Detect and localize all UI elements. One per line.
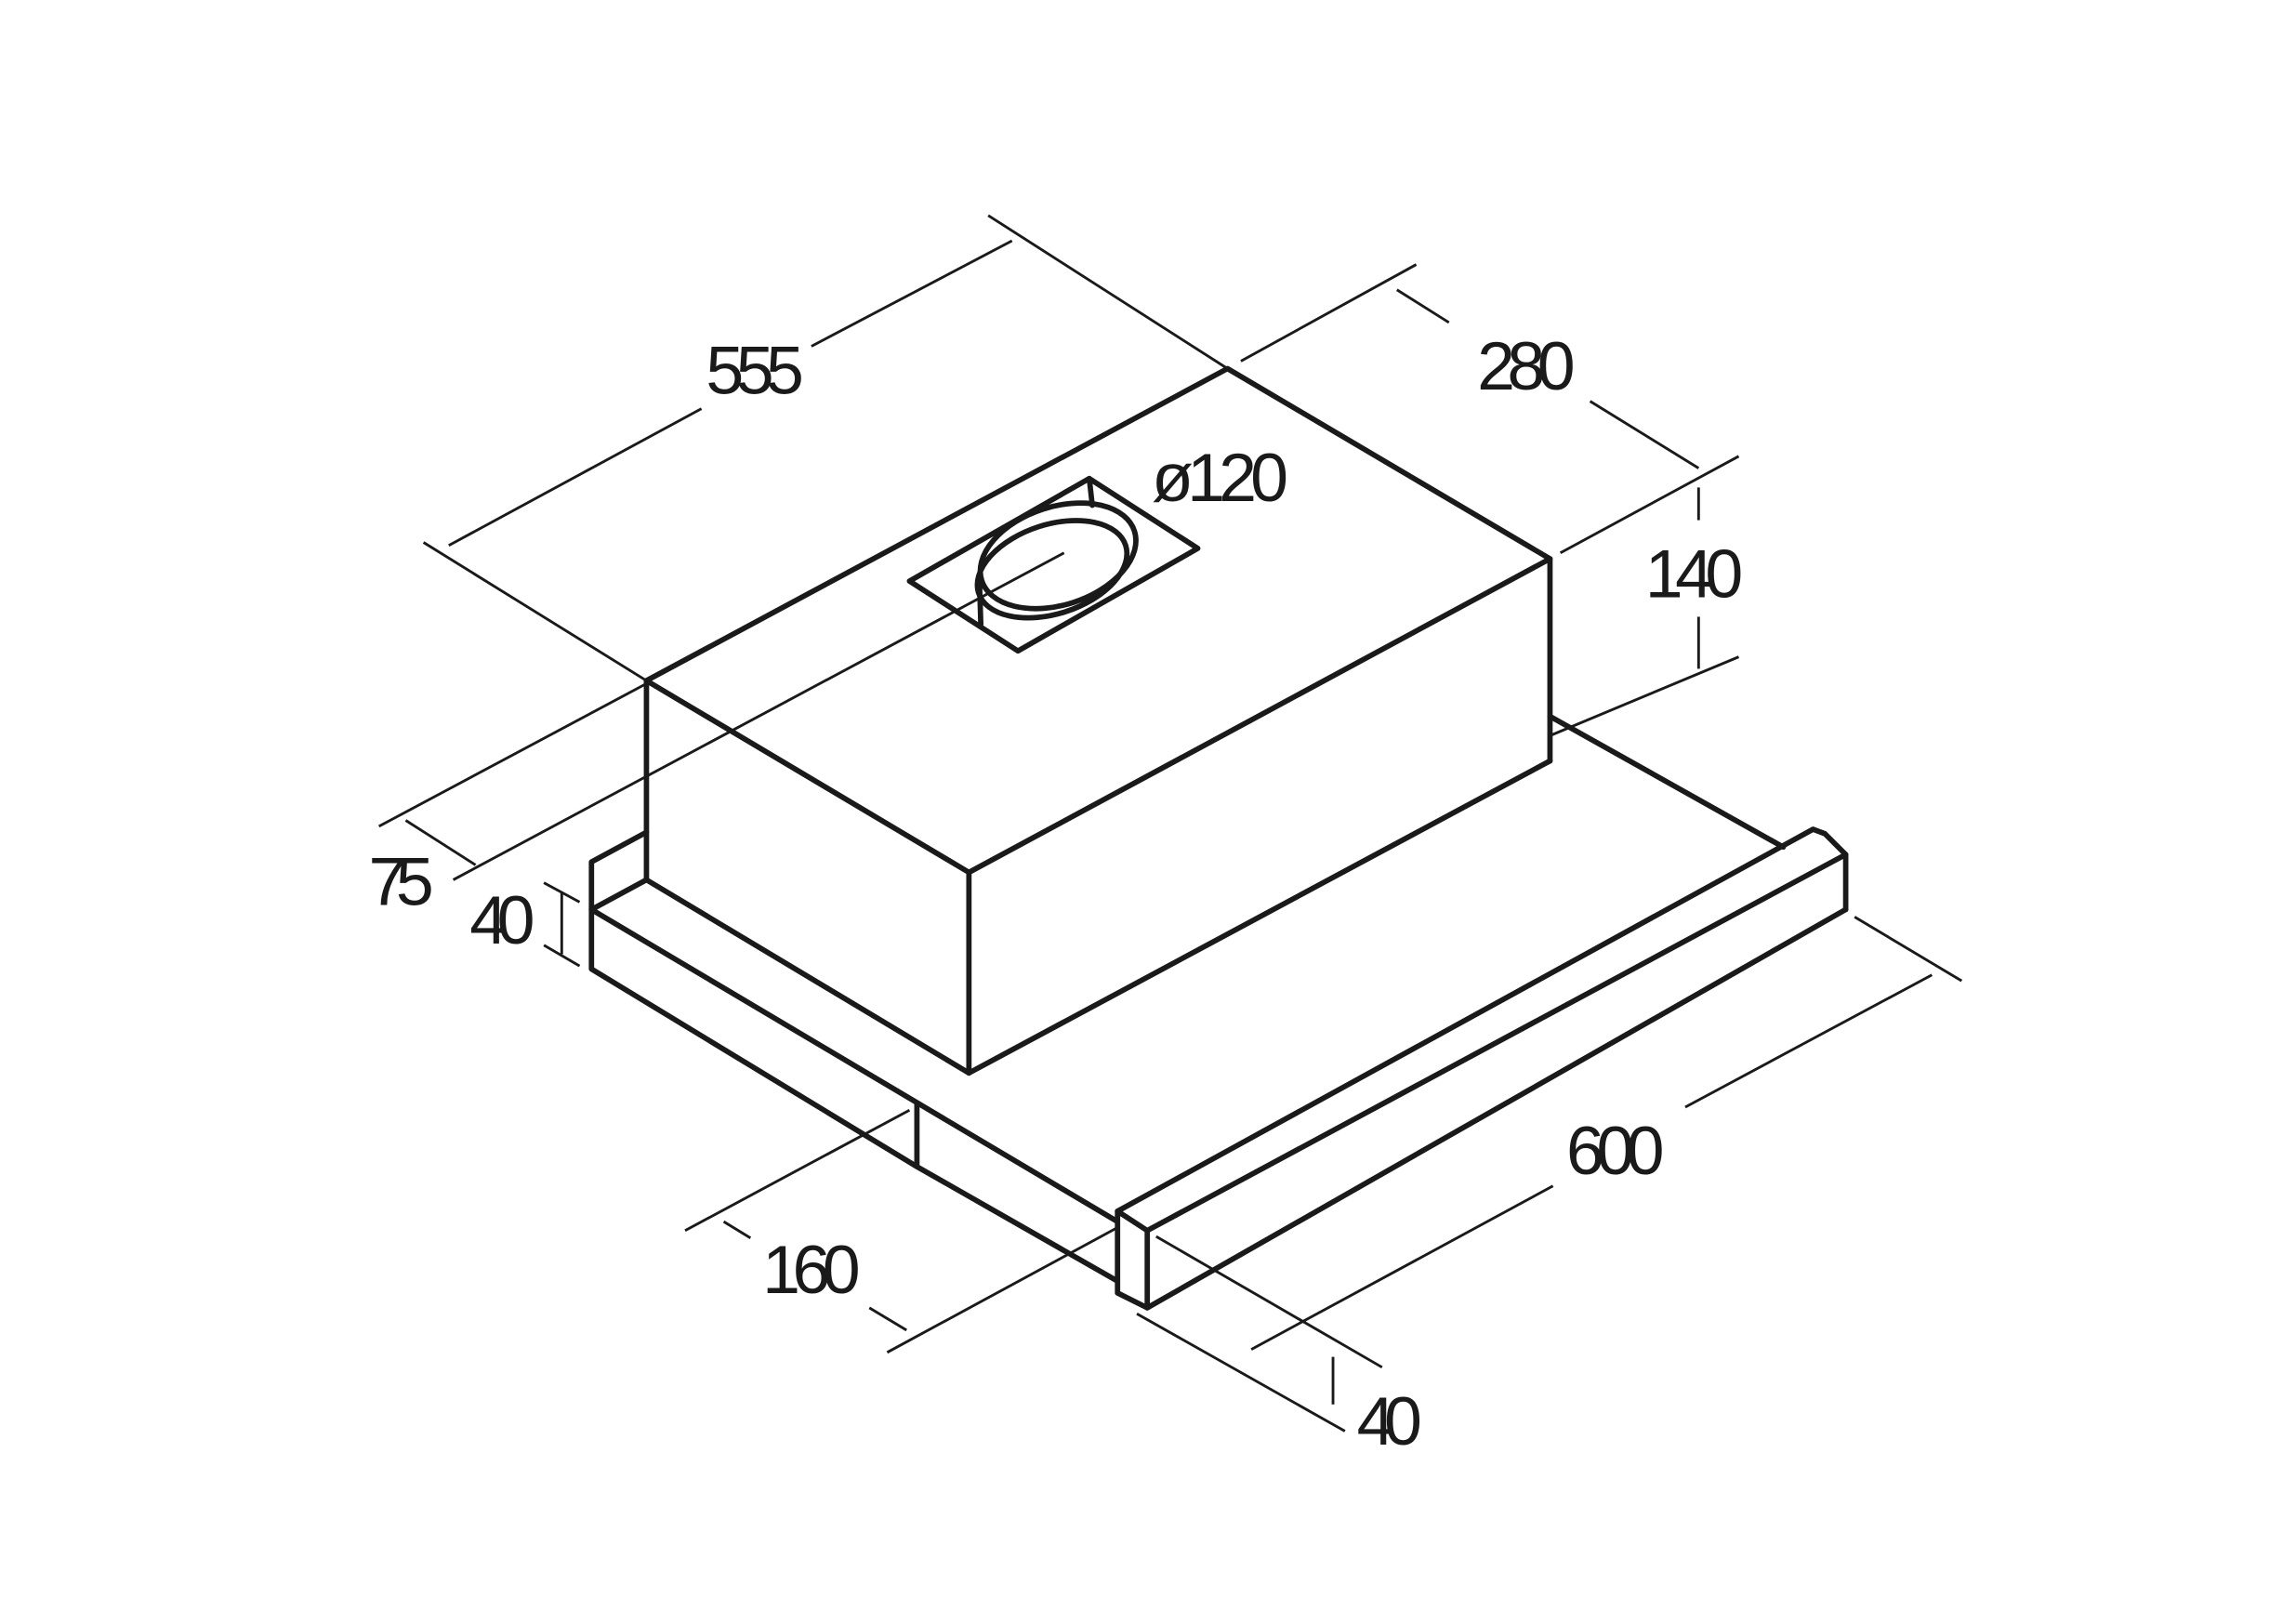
outlet-lower-ring <box>974 518 1130 621</box>
label-40-bottom: 40 <box>1357 1382 1422 1459</box>
label-160: 160 <box>762 1231 861 1308</box>
label-600: 600 <box>1566 1112 1665 1189</box>
dim-160 <box>868 1306 907 1332</box>
hood-body <box>643 365 1553 1076</box>
tray-end <box>1810 826 1849 913</box>
dim-75 <box>452 551 1065 881</box>
dim-75 <box>377 682 648 828</box>
bottom-right <box>966 758 1553 1076</box>
tray-back <box>1115 826 1816 1214</box>
tray-front-top <box>588 906 1121 1225</box>
dim-40-left <box>543 944 581 968</box>
dim-140 <box>1559 455 1740 554</box>
dim-280 <box>1589 400 1700 469</box>
ext-line <box>987 214 1229 370</box>
dim-555 <box>811 239 1013 348</box>
dim-40-bottom <box>1136 1313 1346 1433</box>
ext-line <box>422 541 648 682</box>
label-555: 555 <box>706 332 804 409</box>
telescopic-tray <box>588 713 1849 1311</box>
top-face <box>643 365 1553 876</box>
tray-back-right <box>1547 713 1787 851</box>
label-140: 140 <box>1645 535 1744 613</box>
dim-280 <box>1240 263 1418 363</box>
tray-left-top <box>588 829 1121 1284</box>
bottom-front <box>643 877 972 1076</box>
air-outlet <box>906 475 1201 654</box>
dim-160 <box>684 1108 911 1232</box>
dimension-lines <box>377 214 1963 1433</box>
label-75: 75 <box>368 843 433 920</box>
dim-280 <box>1396 288 1450 324</box>
strip-end <box>1115 1208 1151 1311</box>
dimension-labels: 555 280 ø120 140 75 40 160 600 40 <box>368 327 1743 1459</box>
outlet-side-right <box>1086 475 1095 508</box>
dim-600 <box>1684 973 1933 1109</box>
dim-40-bottom <box>1155 1235 1383 1369</box>
dim-600 <box>1250 1184 1554 1351</box>
dim-75 <box>404 819 477 866</box>
label-outlet-diameter: ø120 <box>1152 439 1288 516</box>
outlet-side-left <box>976 574 984 627</box>
tray-left-lip <box>588 877 650 913</box>
dim-600 <box>1854 916 1963 983</box>
strip-bottom <box>1144 906 1849 1311</box>
dim-160 <box>722 1220 752 1239</box>
label-280: 280 <box>1477 327 1576 404</box>
strip-top <box>1144 852 1849 1234</box>
dim-555 <box>448 407 703 547</box>
dim-140 <box>1549 655 1740 737</box>
label-40-left: 40 <box>469 881 534 958</box>
dim-160 <box>886 1226 1118 1354</box>
